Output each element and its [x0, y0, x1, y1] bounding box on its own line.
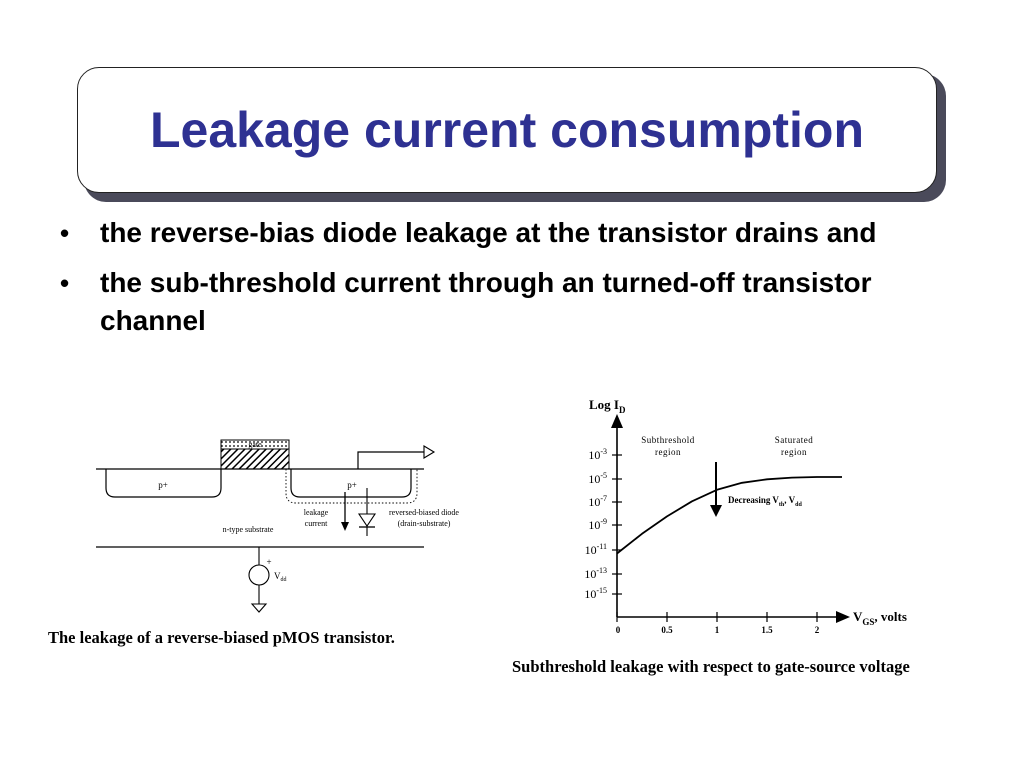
y-tick-label: 10-15: [584, 586, 607, 601]
y-axis-arrow: [611, 414, 623, 428]
diode-symbol: [357, 513, 377, 527]
source-label: p+: [158, 480, 168, 490]
diode-label: (drain-substrate): [398, 519, 451, 528]
vdd-label: Vdd: [274, 571, 287, 583]
x-tick-label: 1: [715, 625, 720, 635]
source-region: [105, 469, 222, 498]
substrate-label: n-type substrate: [223, 525, 274, 534]
y-tick-label: 10-13: [584, 566, 607, 581]
y-tick-label: 10-9: [588, 517, 607, 532]
region-label-saturated: Saturated: [775, 435, 814, 445]
region-label-subthreshold: region: [655, 447, 681, 457]
x-tick-label: 2: [815, 625, 820, 635]
region-label-saturated: region: [781, 447, 807, 457]
pmos-caption: The leakage of a reverse-biased pMOS tra…: [48, 628, 395, 647]
bullet-item: • the reverse-bias diode leakage at the …: [60, 214, 900, 252]
page-title: Leakage current consumption: [149, 102, 865, 158]
bullet-text: the reverse-bias diode leakage at the tr…: [100, 217, 877, 248]
vdd-source-icon: [248, 564, 270, 586]
x-tick-label: 0.5: [661, 625, 673, 635]
y-tick-label: 10-7: [588, 494, 607, 509]
bullet-icon: •: [60, 218, 70, 248]
gate-electrode: [220, 448, 290, 470]
ground-icon: [250, 603, 268, 613]
gate-label: gate: [248, 440, 262, 449]
depletion-boundary: [285, 469, 418, 504]
drain-terminal: [357, 451, 424, 469]
y-axis-label: Log ID: [589, 397, 626, 415]
chart-caption: Subthreshold leakage with respect to gat…: [512, 657, 910, 676]
vdd-plus-label: +: [266, 557, 271, 567]
y-tick-label: 10-5: [588, 471, 607, 486]
drain-terminal-arrow: [423, 445, 436, 459]
region-label-subthreshold: Subthreshold: [641, 435, 695, 445]
x-axis-label: VGS, volts: [853, 609, 907, 627]
leakage-curve: [616, 476, 842, 555]
y-tick-label: 10-3: [588, 447, 607, 462]
bullet-text: the sub-threshold current through an tur…: [100, 267, 872, 336]
drain-label: p+: [347, 480, 357, 490]
bullet-list: • the reverse-bias diode leakage at the …: [60, 214, 900, 352]
gate-oxide: [220, 439, 290, 450]
leakage-label: current: [305, 519, 328, 528]
drain-region: [290, 469, 412, 498]
leakage-label: leakage: [304, 508, 329, 517]
x-tick-label: 0: [616, 625, 621, 635]
diode-label: reversed-biased diode: [389, 508, 459, 517]
x-tick-label: 1.5: [761, 625, 773, 635]
decreasing-annotation: Decreasing Vth, Vdd: [728, 495, 802, 508]
bullet-item: • the sub-threshold current through an t…: [60, 264, 900, 340]
bullet-icon: •: [60, 268, 70, 298]
y-tick-label: 10-11: [585, 542, 607, 557]
leakage-arrow-head: [341, 522, 349, 531]
x-axis-arrow: [836, 611, 850, 623]
title-box: Leakage current consumption: [77, 67, 937, 193]
decreasing-arrow-head: [710, 505, 722, 517]
